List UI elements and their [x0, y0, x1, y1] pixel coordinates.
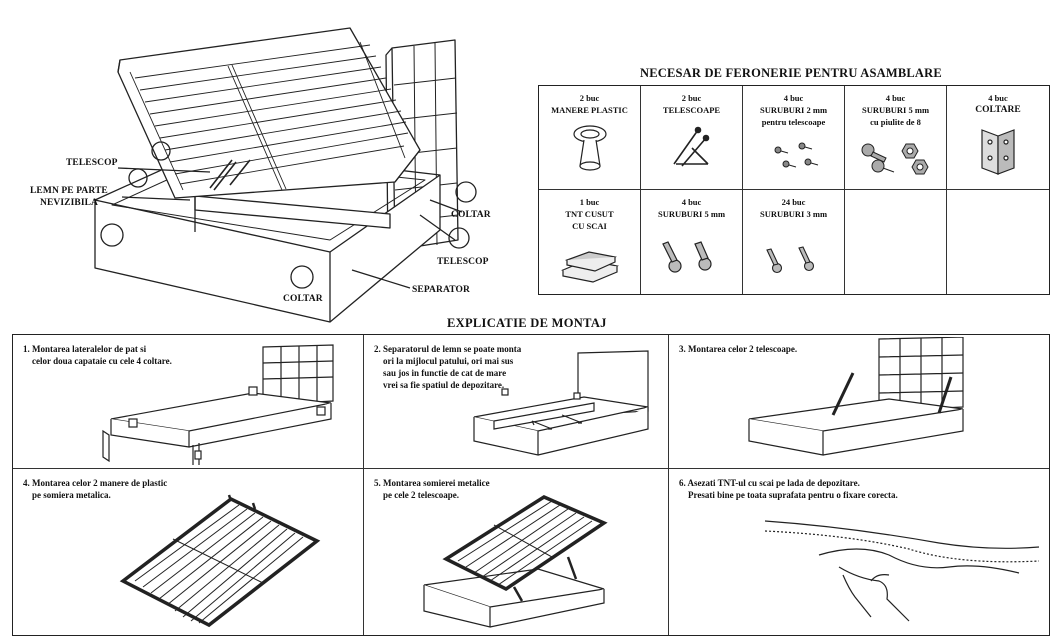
hardware-name: SURUBURI 5 mm: [861, 105, 930, 115]
assembly-steps: 1. Montarea lateralelor de pat si celor …: [12, 334, 1050, 636]
telescope-icon: [672, 126, 709, 167]
hardware-qty: 2 buc: [681, 93, 702, 103]
slats: [129, 41, 409, 191]
hardware-cell: 2 buc MANERE PLASTIC: [539, 86, 641, 190]
step-5-text: 5. Montarea somierei metalice pe cele 2 …: [374, 478, 490, 500]
step-5: 5. Montarea somierei metalice pe cele 2 …: [364, 469, 669, 635]
hardware-name: TELESCOAPE: [662, 105, 721, 115]
hardware-cell-empty: [845, 190, 947, 294]
step-6: 6. Asezati TNT-ul cu scai pe lada de dep…: [669, 469, 1049, 635]
hardware-name: TNT CUSUT: [565, 209, 614, 219]
assembly-title: EXPLICATIE DE MONTAJ: [447, 316, 607, 330]
step-4-illustration: [119, 494, 321, 628]
hardware-cell-empty: [947, 190, 1049, 294]
hardware-cell: 4 buc SURUBURI 5 mm cu piulite de 8: [845, 86, 947, 190]
step-5-illustration: [423, 495, 608, 628]
label-telescop-right: TELESCOP: [437, 257, 489, 267]
label-separator: SEPARATOR: [412, 285, 470, 295]
label-coltar-right: COLTAR: [451, 210, 491, 220]
step-4-text: 4. Montarea celor 2 manere de plastic pe…: [23, 478, 168, 500]
step-3-illustration: [748, 337, 964, 456]
hardware-cell: 4 buc SURUBURI 2 mm pentru telescoape: [743, 86, 845, 190]
small-screws-icon: [774, 142, 818, 168]
hardware-table: 2 buc MANERE PLASTIC 2 buc TELESCOAPE 4 …: [538, 85, 1050, 295]
screws-5mm-icon: [661, 241, 712, 273]
hardware-name: SURUBURI 5 mm: [657, 209, 726, 219]
step-1-text: 1. Montarea lateralelor de pat si celor …: [23, 344, 172, 366]
hardware-qty: 2 buc: [579, 93, 600, 103]
hardware-qty: 4 buc: [681, 197, 702, 207]
label-lemn: LEMN PE PARTE: [30, 186, 108, 196]
step-1: 1. Montarea lateralelor de pat si celor …: [13, 335, 364, 469]
hardware-title: NECESAR DE FERONERIE PENTRU ASAMBLARE: [640, 66, 942, 80]
step-6-text: 6. Asezati TNT-ul cu scai pe lada de dep…: [679, 478, 898, 500]
hardware-qty: 4 buc: [988, 93, 1008, 103]
hardware-cell: 24 buc SURUBURI 3 mm: [743, 190, 845, 294]
label-nevizibila: NEVIZIBILA: [40, 198, 99, 208]
plastic-handle-icon: [572, 125, 607, 171]
hardware-qty: 24 buc: [781, 197, 806, 207]
hardware-qty: 4 buc: [783, 93, 804, 103]
screws-nuts-icon: [861, 143, 929, 175]
hardware-name-detail: CU SCAI: [572, 221, 607, 231]
hardware-cell: 1 buc TNT CUSUT CU SCAI: [539, 190, 641, 294]
label-telescop-left: TELESCOP: [66, 158, 118, 168]
hardware-cell: 2 buc TELESCOAPE: [641, 86, 743, 190]
hardware-qty: 4 buc: [885, 93, 906, 103]
hardware-name: SURUBURI 3 mm: [759, 209, 828, 219]
hardware-name: MANERE PLASTIC: [551, 105, 628, 115]
corner-bracket-icon: [981, 129, 1015, 175]
step-3: 3. Montarea celor 2 telescoape.: [669, 335, 1049, 469]
hardware-name: COLTARE: [975, 105, 1021, 115]
hardware-name-detail: cu piulite de 8: [870, 117, 921, 127]
hardware-name-detail: pentru telescoape: [761, 117, 826, 127]
bed-diagram: [94, 27, 477, 323]
label-coltar-bottom: COLTAR: [283, 294, 323, 304]
step-2: 2. Separatorul de lemn se poate monta or…: [364, 335, 669, 469]
step-2-text: 2. Separatorul de lemn se poate monta or…: [374, 344, 522, 390]
hardware-qty: 1 buc: [579, 197, 600, 207]
hardware-cell: 4 buc COLTARE: [947, 86, 1049, 190]
step-1-illustration: [102, 344, 334, 465]
step-4: 4. Montarea celor 2 manere de plastic pe…: [13, 469, 364, 635]
step-3-text: 3. Montarea celor 2 telescoape.: [679, 344, 798, 354]
tnt-fabric-icon: [560, 251, 619, 283]
hardware-cell: 4 buc SURUBURI 5 mm: [641, 190, 743, 294]
hardware-name: SURUBURI 2 mm: [759, 105, 828, 115]
step-2-illustration: [473, 350, 649, 456]
step-6-illustration: [764, 520, 1040, 622]
screws-3mm-icon: [765, 246, 814, 274]
